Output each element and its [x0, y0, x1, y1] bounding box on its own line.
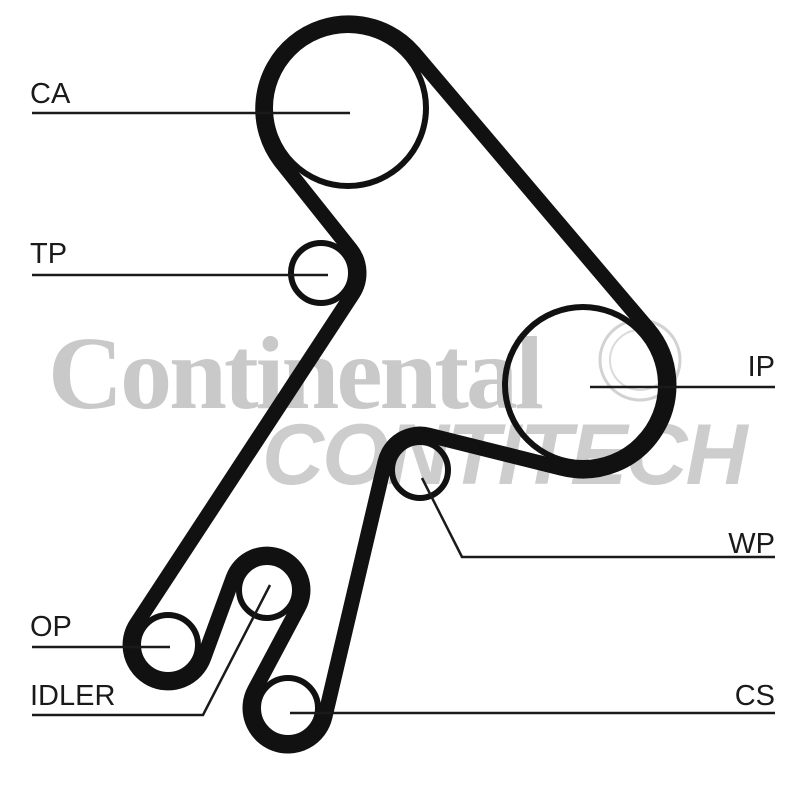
label-idler: IDLER — [30, 680, 115, 712]
label-op: OP — [30, 611, 72, 643]
pulley-ip — [502, 304, 664, 466]
pulley-op — [135, 612, 201, 678]
leader-line-wp — [420, 477, 775, 559]
labels: CA TP IP WP OP IDLER CS — [30, 78, 775, 712]
pulley-ca — [267, 27, 429, 189]
label-ca: CA — [30, 78, 71, 110]
pulley-tp — [288, 240, 354, 306]
label-tp: TP — [30, 238, 67, 270]
pulleys — [135, 27, 664, 741]
watermark: Continental CONTITECH — [48, 316, 752, 503]
pulley-wp — [389, 439, 451, 501]
leader-lines — [32, 111, 775, 717]
leader-line-idler — [32, 584, 272, 717]
pulley-idler — [236, 559, 298, 621]
label-wp: WP — [728, 528, 775, 560]
label-cs: CS — [735, 680, 775, 712]
pulley-cs — [255, 675, 321, 741]
label-ip: IP — [748, 351, 775, 383]
timing-belt — [122, 15, 677, 754]
